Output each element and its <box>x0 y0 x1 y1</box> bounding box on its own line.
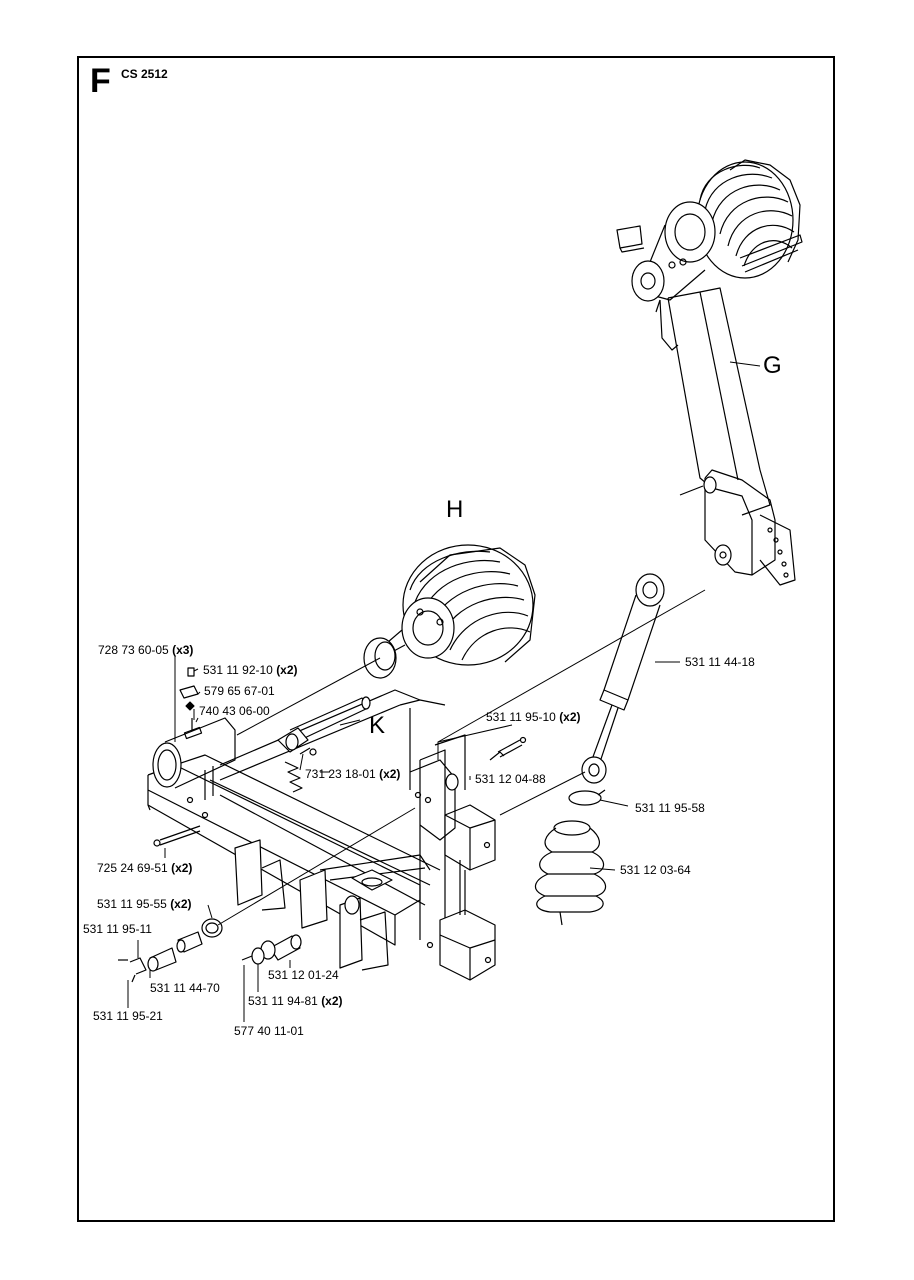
part-label: 531 12 01-24 <box>268 968 339 982</box>
part-label: 531 11 95-55 (x2) <box>97 897 192 911</box>
part-label: 728 73 60-05 (x3) <box>98 643 194 657</box>
part-label: 531 11 95-58 <box>635 801 705 815</box>
part-label: 531 12 04-88 <box>475 772 546 786</box>
part-label: 531 11 44-18 <box>685 655 755 669</box>
part-label: 531 12 03-64 <box>620 863 691 877</box>
part-label: 579 65 67-01 <box>204 684 275 698</box>
part-label: 531 11 95-10 (x2) <box>486 710 581 724</box>
callout-k: K <box>369 712 386 739</box>
part-label: 531 11 95-11 <box>83 922 152 936</box>
model-label: CS 2512 <box>121 67 168 81</box>
leader-lines <box>127 589 706 1022</box>
part-label: 531 11 44-70 <box>150 981 220 995</box>
shock-absorber <box>535 573 665 926</box>
part-label: 731 23 18-01 (x2) <box>305 767 401 781</box>
diagram-frame <box>77 56 835 1222</box>
part-label: 531 11 95-21 <box>93 1009 163 1023</box>
arm-assembly-g <box>616 159 803 586</box>
part-label: 740 43 06-00 <box>199 704 270 718</box>
part-label: 531 11 92-10 (x2) <box>203 663 298 677</box>
callout-h: H <box>446 496 464 523</box>
roller-assembly-h <box>363 544 536 679</box>
part-label: 531 11 94-81 (x2) <box>248 994 343 1008</box>
part-label: 577 40 11-01 <box>234 1024 304 1038</box>
part-label: 725 24 69-51 (x2) <box>97 861 193 875</box>
small-parts <box>118 667 527 983</box>
callout-g: G <box>763 352 782 379</box>
section-letter: F <box>90 62 111 100</box>
main-frame <box>147 689 496 981</box>
